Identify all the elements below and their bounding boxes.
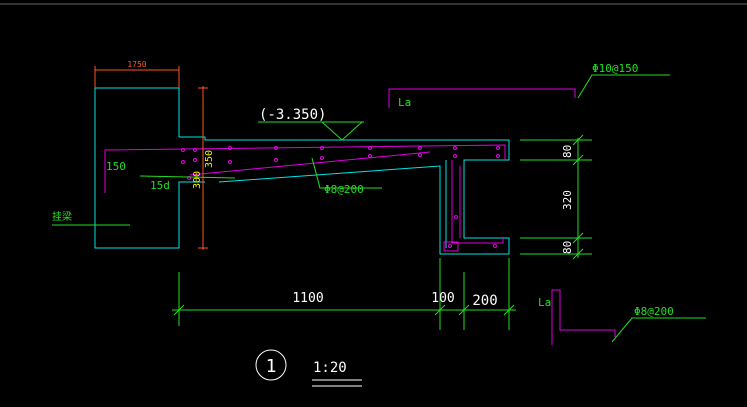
rebar-dot: [274, 158, 278, 162]
rebar-dot: [181, 160, 185, 164]
rebar-dot: [496, 154, 500, 158]
rebar-dot: [448, 244, 452, 248]
rebar-dot: [418, 146, 422, 150]
legend-rebar-label: Φ8@200: [634, 305, 674, 318]
lap-legend-label: La: [538, 296, 551, 309]
rebar-dot: [418, 153, 422, 157]
dim-320-label: 320: [561, 190, 574, 210]
wall-dimensions: [94, 66, 208, 250]
leaders: [52, 74, 706, 343]
vertical-350-label: 350: [204, 150, 215, 168]
rebar-dot: [228, 146, 232, 150]
dim-80-bottom-label: 80: [561, 241, 574, 254]
bottom-rebar-leader: [311, 157, 382, 189]
rebar-dot: [181, 148, 185, 152]
rebar-dot: [454, 215, 458, 219]
lap-bar-legend: [551, 289, 616, 345]
bottom-rebar-label: Φ8@200: [324, 183, 364, 196]
scale-label: 1:20: [313, 360, 347, 376]
right-vertical-dimension: [520, 134, 592, 260]
rebar-dot: [453, 146, 457, 150]
beam-note-label: 挂梁: [52, 210, 72, 223]
left-150-label: 150: [106, 160, 126, 173]
rebar-dot: [368, 146, 372, 150]
lap-top-label: La: [398, 96, 411, 109]
slab-outline: [179, 136, 510, 255]
lap-bar-top: [388, 88, 576, 108]
rebar-dot: [193, 158, 197, 162]
anchor-15d-label: 15d: [150, 179, 170, 192]
elevation-marker: [258, 121, 364, 141]
rebar-dot: [274, 146, 278, 150]
rebar-dot: [187, 176, 191, 180]
rebar-dot: [193, 148, 197, 152]
beam-corner-bar: [443, 241, 459, 252]
dim-200-label: 200: [472, 293, 497, 309]
elevation-label: (-3.350): [259, 107, 326, 123]
wall-width-label: 1750: [127, 60, 146, 69]
dim-80-top-label: 80: [561, 145, 574, 158]
detail-circle: [255, 349, 287, 381]
rebar-dot: [368, 154, 372, 158]
rebar-dot: [496, 146, 500, 150]
rebar-dot: [453, 154, 457, 158]
legend-rebar-leader: [611, 317, 706, 343]
bottom-rebar: [189, 151, 431, 176]
rebar-group: [104, 88, 616, 345]
top-rebar-label: Φ10@150: [592, 62, 638, 75]
rebar-dot: [493, 244, 497, 248]
detail-number: 1: [266, 356, 277, 377]
top-rebar: [104, 144, 506, 193]
rebar-dot: [320, 146, 324, 150]
dim-1100-label: 1100: [292, 291, 323, 306]
dim-100-label: 100: [431, 291, 454, 306]
bottom-horizontal-dimension: [172, 258, 516, 330]
rebar-dot: [228, 160, 232, 164]
beam-stirrup: [451, 160, 504, 244]
vertical-300-label: 300: [192, 171, 203, 189]
top-rebar-leader: [577, 74, 670, 99]
rebar-dot: [320, 156, 324, 160]
anchor-leader: [139, 175, 236, 179]
